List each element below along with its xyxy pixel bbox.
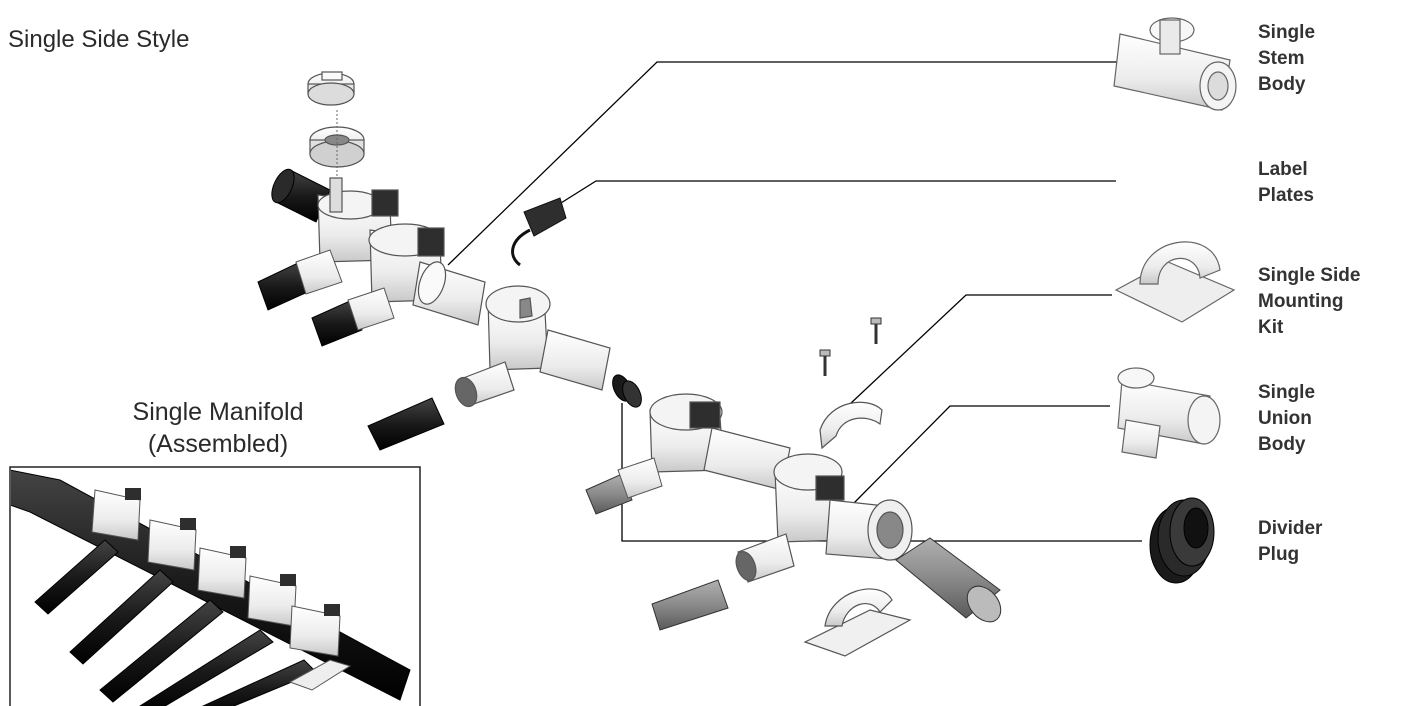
leader-line-union-body xyxy=(851,405,1110,506)
grey-tube-small xyxy=(651,579,729,631)
label-single-union-body: Single Union Body xyxy=(1258,382,1316,455)
stem-body-4 xyxy=(649,393,725,473)
stem-body-5 xyxy=(773,453,845,543)
label-single-stem-body: Single Stem Body xyxy=(1258,22,1316,95)
label-single-side-mounting-kit: Single Side Mounting Kit xyxy=(1258,265,1361,338)
loose-black-tube xyxy=(367,397,445,451)
label-plate-part xyxy=(511,197,567,267)
grey-stub-1 xyxy=(585,457,663,515)
screw-1 xyxy=(819,349,831,376)
assembled-title-line-2: (Assembled) xyxy=(147,430,289,458)
thumb-single-stem-body xyxy=(1113,17,1237,111)
main-black-tube xyxy=(271,168,331,223)
thumb-divider-plug xyxy=(1149,497,1215,584)
thumb-single-union-body xyxy=(1117,367,1221,459)
union-coupling-2 xyxy=(539,329,611,391)
label-label-plates: Label Plates xyxy=(1258,159,1314,206)
leader-line-divider-plug xyxy=(621,403,1142,542)
union-body-fitting xyxy=(825,499,913,561)
assembled-inset xyxy=(9,466,421,706)
assembled-title-line-1: Single Manifold xyxy=(132,398,304,426)
leader-line-label-plates xyxy=(544,180,1116,214)
stem-body-3 xyxy=(485,285,551,371)
grey-tube-large xyxy=(895,537,1002,623)
screw-2 xyxy=(870,317,882,344)
label-divider-plug: Divider Plug xyxy=(1258,518,1323,565)
black-stub-1 xyxy=(257,249,343,311)
assembled-manifold-title: Single Manifold (Assembled) xyxy=(88,396,348,460)
leader-lines xyxy=(447,61,1142,542)
short-fitting-1 xyxy=(454,361,515,408)
mounting-base xyxy=(803,588,912,657)
union-coupling-1 xyxy=(412,261,486,326)
valve-cap xyxy=(307,71,355,106)
divider-plug-inline xyxy=(612,374,642,408)
short-fitting-2 xyxy=(735,533,795,583)
black-stub-2 xyxy=(311,287,395,347)
leader-line-stem-body xyxy=(447,61,1118,266)
clamp-half xyxy=(819,401,883,450)
thumb-single-side-mounting-kit xyxy=(1114,241,1236,323)
leader-line-mounting-kit xyxy=(849,294,1112,405)
page-title: Single Side Style xyxy=(8,26,190,53)
